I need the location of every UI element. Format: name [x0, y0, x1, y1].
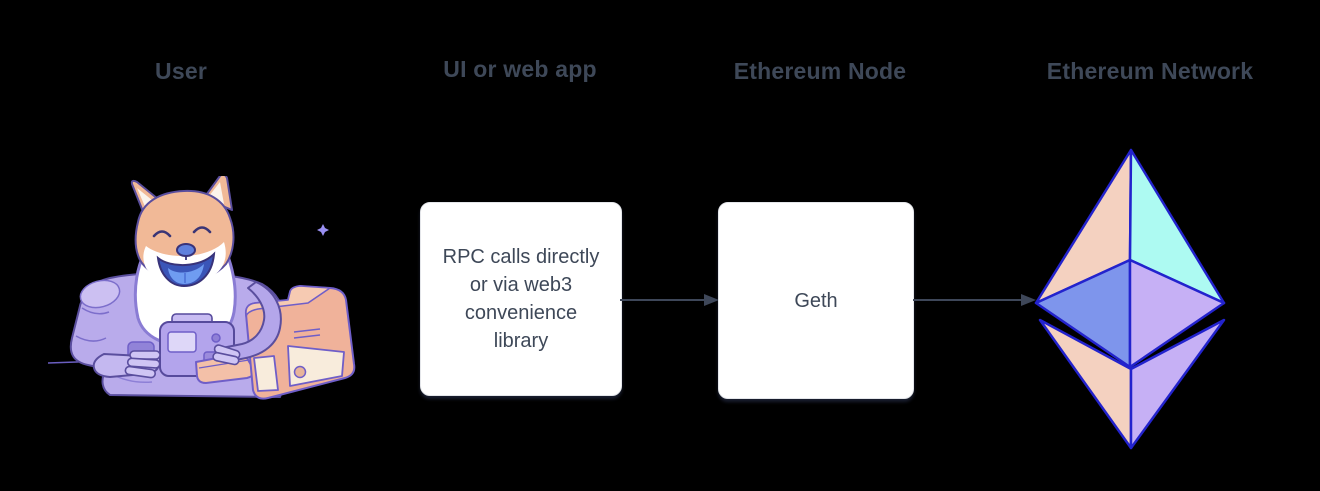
- doge-nose: [176, 243, 196, 257]
- eth-face-bottom-right: [1129, 318, 1226, 450]
- node-ui-web-app: RPC calls directly or via web3 convenien…: [420, 202, 622, 396]
- doge-right-arm: [212, 281, 282, 366]
- column-label-ethereum-node: Ethereum Node: [733, 58, 907, 84]
- doge-eye-right: [192, 226, 212, 234]
- ethereum-logo-icon: [1034, 148, 1226, 450]
- column-label-ethereum-network: Ethereum Network: [1046, 58, 1254, 84]
- node-ui-web-app-text: RPC calls directly or via web3 convenien…: [442, 246, 600, 352]
- node-geth-text: Geth: [794, 289, 838, 312]
- arrow-ui-to-node-icon: [620, 294, 719, 306]
- doge-left-hand: [92, 350, 161, 379]
- doge-eye-left: [152, 230, 172, 238]
- eth-face-mid-right: [1128, 258, 1226, 369]
- retro-computer: [195, 285, 356, 400]
- arrow-node-to-network-icon: [913, 294, 1036, 306]
- sparkle-icon: [317, 224, 329, 236]
- node-geth: Geth: [718, 202, 914, 399]
- doge-tongue: [168, 264, 204, 284]
- column-label-ui-web-app: UI or web app: [443, 56, 597, 82]
- doge-astronaut-at-computer-illustration: [48, 176, 356, 400]
- column-label-user: User: [155, 58, 207, 84]
- doge-head: [130, 176, 235, 288]
